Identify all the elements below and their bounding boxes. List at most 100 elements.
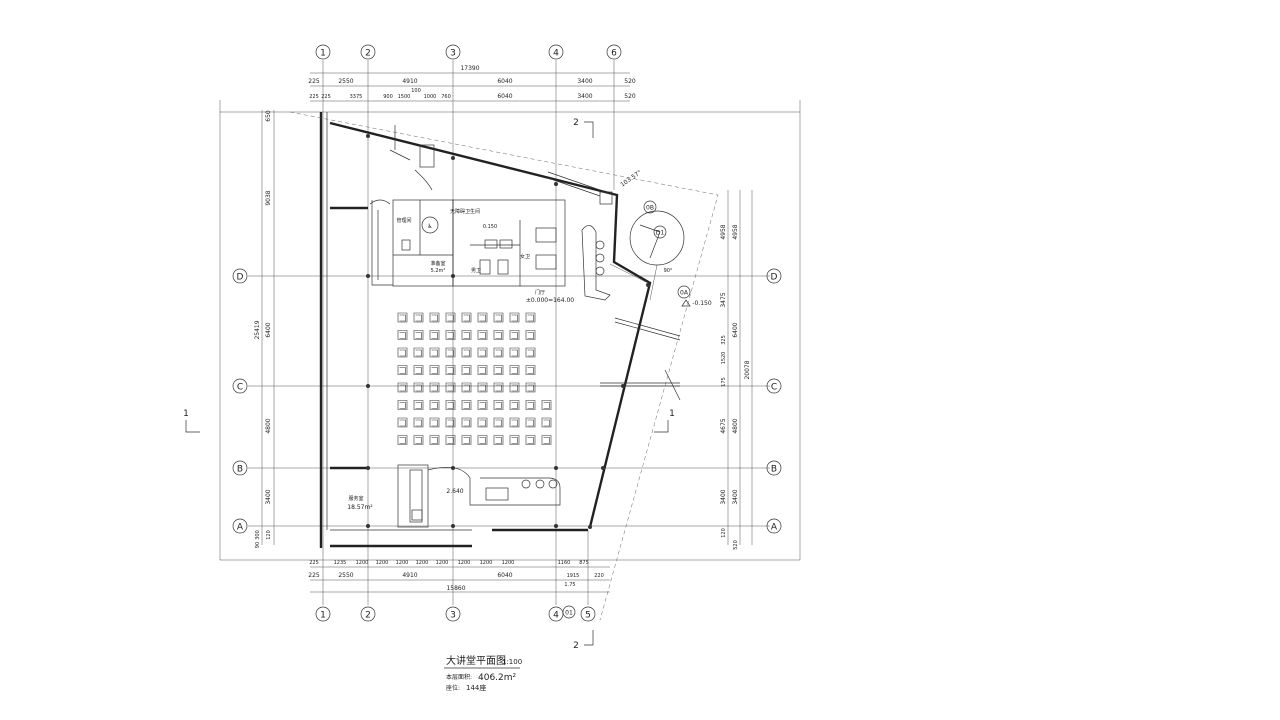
svg-text:520: 520 xyxy=(733,540,739,550)
svg-text:1200: 1200 xyxy=(356,560,369,566)
svg-text:220: 220 xyxy=(594,573,604,579)
svg-text:2550: 2550 xyxy=(338,78,353,85)
svg-text:3475: 3475 xyxy=(720,292,727,307)
svg-text:3400: 3400 xyxy=(265,489,272,504)
grid-label-top-2: 2 xyxy=(365,49,371,59)
seat xyxy=(509,400,520,410)
seat xyxy=(525,400,536,410)
svg-text:325: 325 xyxy=(721,335,727,345)
seat xyxy=(413,347,424,358)
room-area-prep: 5.2m² xyxy=(431,268,446,274)
grid-label-bottom-4: 4 xyxy=(553,611,559,621)
dimensions-top: 17390 225 2550 4910 6040 3400 520 225 22… xyxy=(308,65,636,102)
seat xyxy=(509,382,520,393)
svg-text:6040: 6040 xyxy=(497,572,512,579)
lecture-seating xyxy=(397,312,552,445)
dim-bottom-total: 15860 xyxy=(446,585,465,592)
svg-text:300: 300 xyxy=(255,530,261,540)
drawing-title-block: 大讲堂平面图 1:100 本层面积: 406.2m² 座位: 144座 xyxy=(444,654,522,692)
room-label-female: 女卫 xyxy=(520,253,530,260)
seat xyxy=(413,417,424,428)
seat xyxy=(461,365,472,375)
seat xyxy=(429,400,440,410)
dimensions-left: 650 9038 6400 4800 3400 120 25419 300 90 xyxy=(254,110,275,548)
seat xyxy=(477,400,488,410)
seat xyxy=(461,330,472,340)
grid-label-bottom-5: 5 xyxy=(585,611,591,621)
section-mark-2-bottom: 2 xyxy=(573,641,579,651)
svg-text:100: 100 xyxy=(411,88,421,94)
svg-text:1235: 1235 xyxy=(334,560,347,566)
seat xyxy=(493,382,504,393)
seat xyxy=(493,365,504,375)
room-label-lobby: 门厅 xyxy=(535,289,545,296)
svg-text:1200: 1200 xyxy=(458,560,471,566)
seat xyxy=(525,365,536,375)
grid-label-left-B: B xyxy=(237,465,243,475)
service-room: 2.640 服务室 18.57m² xyxy=(347,464,561,528)
seat xyxy=(509,330,520,340)
svg-text:9038: 9038 xyxy=(265,190,272,205)
svg-text:225: 225 xyxy=(309,94,319,100)
seat xyxy=(397,382,408,393)
seat xyxy=(461,435,472,445)
seat xyxy=(493,400,504,410)
svg-text:6040: 6040 xyxy=(497,78,512,85)
svg-text:4800: 4800 xyxy=(732,418,739,433)
level-bar: 2.640 xyxy=(446,488,463,495)
seat xyxy=(461,347,472,358)
seats-value: 144座 xyxy=(466,683,486,692)
seat xyxy=(429,330,440,340)
svg-text:1000: 1000 xyxy=(424,94,437,100)
seat xyxy=(477,365,488,375)
svg-text:1520: 1520 xyxy=(721,352,727,365)
svg-text:120: 120 xyxy=(266,530,272,540)
svg-text:1200: 1200 xyxy=(436,560,449,566)
angle-90: 90° xyxy=(664,268,673,274)
seat xyxy=(541,400,552,410)
seat xyxy=(525,312,536,323)
svg-text:6400: 6400 xyxy=(265,322,272,337)
dimensions-bottom: 225 1235 1200 1200 1200 1200 1200 1200 1… xyxy=(308,560,610,593)
room-label-accessible-wc: 无障碍卫生间 xyxy=(450,208,480,215)
seat xyxy=(445,347,456,358)
seat xyxy=(429,417,440,428)
seat xyxy=(525,417,536,428)
seat xyxy=(413,312,424,323)
grid-label-top-6: 6 xyxy=(611,49,617,59)
seat xyxy=(413,435,424,445)
seat xyxy=(509,435,520,445)
drawing-title: 大讲堂平面图 xyxy=(446,654,506,667)
seat xyxy=(397,330,408,340)
room-area-office: 18.57m² xyxy=(347,504,373,511)
svg-text:3400: 3400 xyxy=(577,93,592,100)
seat xyxy=(509,417,520,428)
grid-label-right-D: D xyxy=(771,273,778,283)
seat xyxy=(477,347,488,358)
grid-label-D1: D1 xyxy=(656,230,665,237)
svg-text:120: 120 xyxy=(721,528,727,538)
grid-label-right-C: C xyxy=(771,383,777,393)
svg-text:2550: 2550 xyxy=(338,572,353,579)
grid-label-bottom-01: 01 xyxy=(565,610,573,617)
seat xyxy=(413,365,424,375)
svg-text:4958: 4958 xyxy=(732,224,739,239)
seat xyxy=(413,330,424,340)
restroom-block: ♿ 管理间 无障碍卫生间 准备室 5.2m² 0.150 男卫 女卫 xyxy=(369,125,613,301)
svg-text:225: 225 xyxy=(321,94,331,100)
drawing-scale: 1:100 xyxy=(502,658,522,666)
grid-bubbles: 1 2 3 4 6 1 2 3 4 01 5 D C B A D C B A 0… xyxy=(232,44,782,622)
grid-label-top-1: 1 xyxy=(320,49,326,59)
dimensions-right: 4958 3475 325 1520 175 4675 3400 120 495… xyxy=(720,190,753,550)
seat xyxy=(525,382,536,393)
seat xyxy=(429,435,440,445)
level-wc: 0.150 xyxy=(483,224,497,230)
grid-label-right-A: A xyxy=(771,523,778,533)
svg-text:4910: 4910 xyxy=(402,572,417,579)
room-label-office: 服务室 xyxy=(348,495,363,502)
level-outside: -0.150 xyxy=(692,300,712,307)
svg-text:1200: 1200 xyxy=(376,560,389,566)
seat xyxy=(397,400,408,410)
seat xyxy=(477,330,488,340)
seat xyxy=(445,417,456,428)
